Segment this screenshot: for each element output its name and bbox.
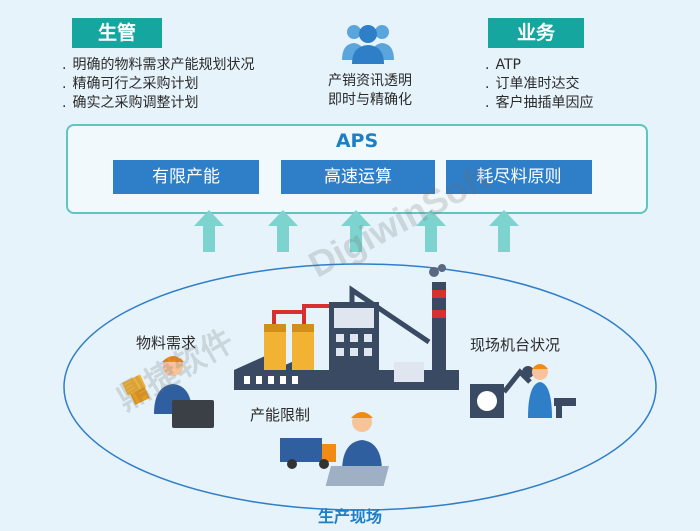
- business-tag: 业务: [488, 18, 584, 48]
- machine-status-label: 现场机台状况: [470, 336, 561, 354]
- center-line: 即时与精确化: [328, 92, 412, 108]
- bullet-item: 客户抽插单因应: [485, 94, 593, 113]
- bullet-item: ATP: [485, 56, 593, 75]
- material-demand-label: 物料需求: [136, 334, 197, 352]
- machine-worker-icon: [470, 364, 576, 418]
- production-management-bullets: 明确的物料需求产能规划状况 精确可行之采购计划 确实之采购调整计划: [62, 56, 254, 113]
- factory-icon: [234, 264, 459, 390]
- material-exhaustion-box: 耗尽料原则: [446, 160, 592, 194]
- up-arrow-icon: [489, 210, 519, 252]
- aps-title: APS: [335, 130, 379, 152]
- bullet-item: 精确可行之采购计划: [62, 75, 254, 94]
- aps-panel: APS 有限产能 高速运算 耗尽料原则: [66, 124, 648, 214]
- production-management-tag: 生管: [72, 18, 162, 48]
- production-field-title: 生产现场: [317, 507, 382, 526]
- center-line: 产销资讯透明: [328, 73, 412, 89]
- up-arrow-icon: [268, 210, 298, 252]
- bullet-item: 确实之采购调整计划: [62, 94, 254, 113]
- up-arrow-icon: [194, 210, 224, 252]
- material-worker-icon: [121, 356, 214, 428]
- bullet-item: 订单准时达交: [485, 75, 593, 94]
- high-speed-computing-box: 高速运算: [281, 160, 435, 194]
- up-arrow-icon: [341, 210, 371, 252]
- business-bullets: ATP 订单准时达交 客户抽插单因应: [485, 56, 593, 113]
- capacity-worker-icon: [280, 412, 389, 486]
- capacity-limit-label: 产能限制: [250, 406, 311, 424]
- center-description: 产销资讯透明 即时与精确化: [300, 72, 440, 110]
- people-icon: [342, 25, 394, 64]
- up-arrow-icon: [416, 210, 446, 252]
- production-field-ellipse: [63, 263, 657, 511]
- finite-capacity-box: 有限产能: [113, 160, 259, 194]
- bullet-item: 明确的物料需求产能规划状况: [62, 56, 254, 75]
